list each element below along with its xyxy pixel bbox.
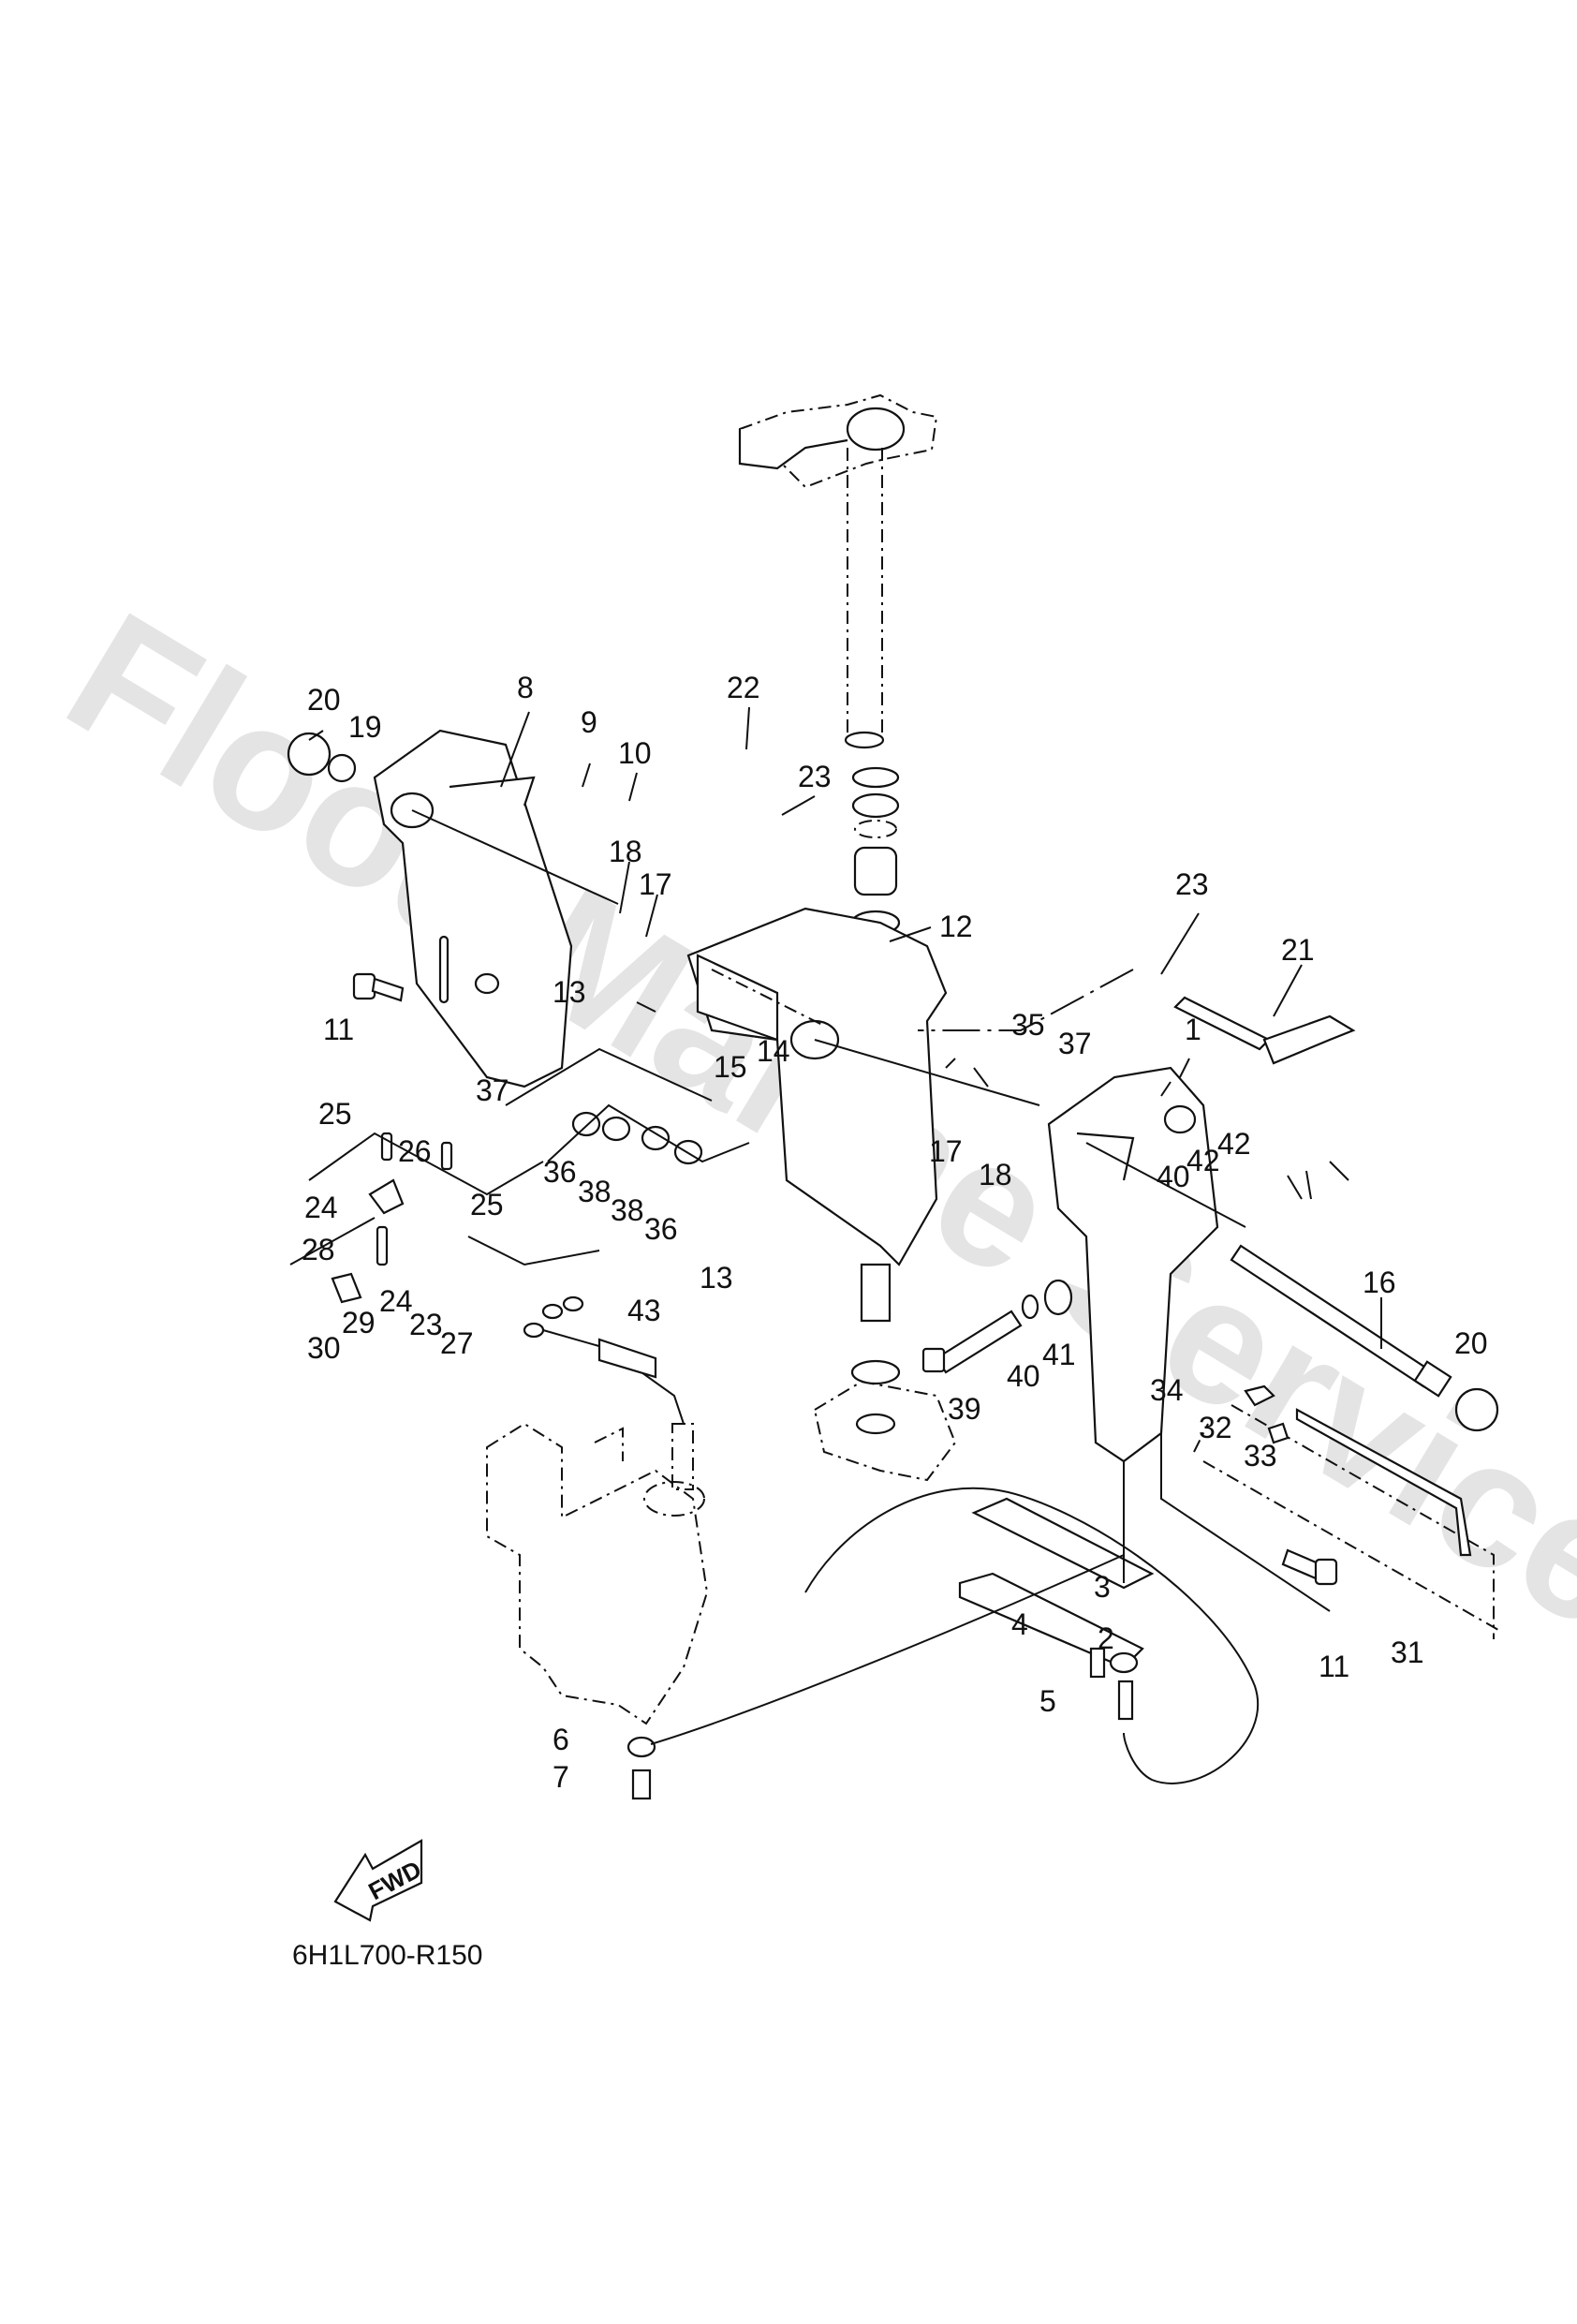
callout-14: 14 xyxy=(757,1034,790,1068)
callout-labels: 20 19 8 9 10 22 23 18 17 12 23 21 11 13 … xyxy=(302,671,1488,1794)
callout-11: 11 xyxy=(1319,1650,1349,1683)
power-trim-tilt-unit xyxy=(486,1422,709,1725)
lower-mount xyxy=(813,1263,957,1482)
callout-13: 13 xyxy=(700,1261,733,1295)
bolt-11-left xyxy=(352,972,405,1002)
clamp-bracket-left xyxy=(373,729,619,1088)
callout-18: 18 xyxy=(609,835,642,868)
callout-42: 42 xyxy=(1186,1144,1220,1177)
callout-22: 22 xyxy=(727,671,760,704)
callout-3: 3 xyxy=(1094,1570,1111,1604)
callout-17: 17 xyxy=(929,1134,963,1168)
callout-33: 33 xyxy=(1244,1439,1277,1473)
callout-25: 25 xyxy=(470,1188,504,1221)
callout-7: 7 xyxy=(553,1760,569,1794)
nuts xyxy=(287,732,1499,1432)
callout-40: 40 xyxy=(1007,1359,1040,1393)
swivel-bracket xyxy=(686,907,1040,1266)
callout-2: 2 xyxy=(1098,1621,1114,1655)
callout-30: 30 xyxy=(307,1331,341,1365)
callout-4: 4 xyxy=(1011,1607,1028,1641)
steering-shaft xyxy=(738,393,938,749)
callout-38: 38 xyxy=(578,1175,612,1208)
callout-23: 23 xyxy=(1175,867,1209,901)
callout-38: 38 xyxy=(611,1193,644,1227)
trim-sender xyxy=(523,1295,685,1425)
callout-42: 42 xyxy=(1217,1127,1251,1161)
callout-36: 36 xyxy=(644,1212,678,1246)
leader-lines xyxy=(308,706,1349,1200)
callout-13: 13 xyxy=(553,975,586,1009)
callout-18: 18 xyxy=(979,1158,1012,1192)
callout-43: 43 xyxy=(627,1294,661,1327)
callout-20: 20 xyxy=(1454,1326,1488,1360)
bolt-washers xyxy=(921,1279,1073,1374)
clamp-bracket-right xyxy=(1047,1066,1246,1463)
callout-24: 24 xyxy=(379,1284,413,1318)
callout-11: 11 xyxy=(323,1013,354,1046)
callout-26: 26 xyxy=(398,1134,432,1168)
diagram-code: 6H1L700-R150 xyxy=(292,1940,482,1971)
callout-39: 39 xyxy=(948,1392,981,1426)
callout-41: 41 xyxy=(1042,1338,1076,1371)
callout-17: 17 xyxy=(639,867,672,901)
callout-37: 37 xyxy=(476,1073,509,1107)
callout-34: 34 xyxy=(1150,1373,1184,1407)
callout-9: 9 xyxy=(581,705,597,739)
callout-24: 24 xyxy=(304,1191,338,1224)
callout-27: 27 xyxy=(440,1326,474,1360)
callout-32: 32 xyxy=(1199,1411,1232,1444)
callout-36: 36 xyxy=(543,1155,577,1189)
callout-25: 25 xyxy=(318,1097,352,1131)
callout-29: 29 xyxy=(342,1306,376,1340)
shaft-bushings xyxy=(850,766,901,936)
callout-20: 20 xyxy=(307,683,341,717)
callout-1: 1 xyxy=(1185,1013,1201,1046)
callout-15: 15 xyxy=(714,1050,747,1084)
spacers xyxy=(505,1047,750,1165)
callout-8: 8 xyxy=(517,671,534,704)
callout-28: 28 xyxy=(302,1233,335,1266)
trailer-bracket xyxy=(1193,1384,1499,1639)
callout-16: 16 xyxy=(1363,1266,1396,1299)
callout-37: 37 xyxy=(1058,1027,1092,1060)
fwd-arrow-icon: FWD xyxy=(333,1839,426,1922)
tilt-lock-parts xyxy=(289,1132,600,1304)
callout-23: 23 xyxy=(409,1308,443,1341)
bolt-11-right xyxy=(1281,1548,1338,1586)
callout-21: 21 xyxy=(1281,933,1315,967)
callout-31: 31 xyxy=(1391,1636,1424,1669)
callout-19: 19 xyxy=(348,710,382,744)
tilt-pin xyxy=(1230,1244,1452,1398)
callout-10: 10 xyxy=(618,736,652,770)
small-bolts xyxy=(626,1554,1139,1800)
callout-5: 5 xyxy=(1039,1684,1056,1718)
callout-35: 35 xyxy=(1011,1008,1045,1042)
anode-bracket xyxy=(804,1433,1331,1784)
callout-40: 40 xyxy=(1157,1160,1190,1193)
callout-12: 12 xyxy=(939,910,973,943)
callout-6: 6 xyxy=(553,1723,569,1756)
callout-23: 23 xyxy=(798,760,832,793)
trim-rod xyxy=(918,969,1356,1065)
